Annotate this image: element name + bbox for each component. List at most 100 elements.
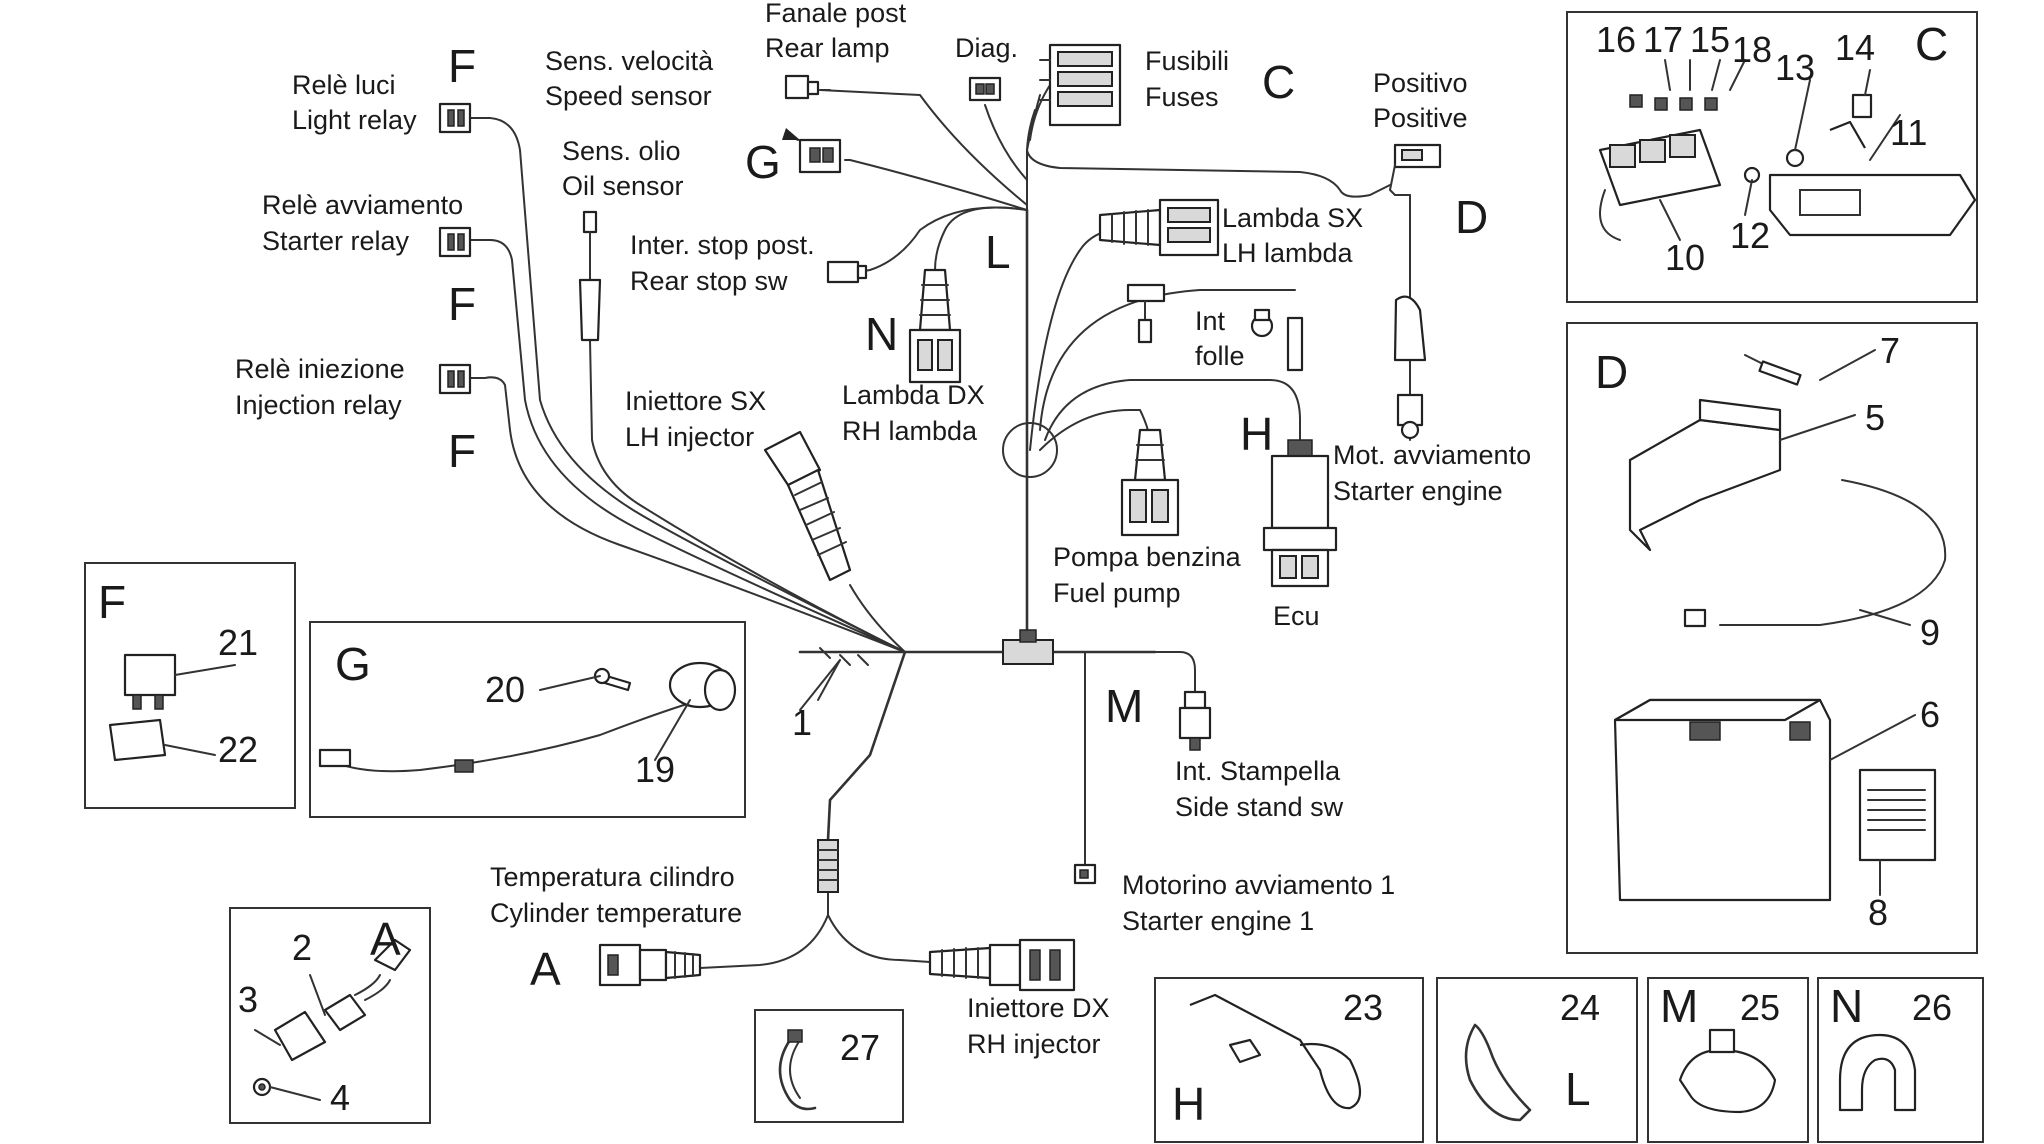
inset-g-box [309, 621, 746, 818]
callout-27: 27 [840, 1027, 880, 1068]
label-side-stand-it: Int. Stampella [1175, 756, 1341, 786]
label-rear-lamp-en: Rear lamp [765, 33, 890, 63]
label-cyl-temp-it: Temperatura cilindro [490, 862, 735, 892]
label-rear-lamp-it: Fanale post [765, 0, 907, 28]
inset-f-box [84, 562, 296, 809]
inset-h-box [1154, 977, 1424, 1143]
inset-letter-n: N [1830, 980, 1863, 1032]
inset-27-box [754, 1009, 904, 1123]
label-injection-relay-it: Relè iniezione [235, 354, 405, 384]
rh-injector-connector [928, 938, 1076, 992]
side-stand-connector [1178, 690, 1212, 751]
callout-leaders [164, 59, 1916, 1101]
temperature-sensor-parts [252, 938, 412, 1097]
callout-10: 10 [1665, 237, 1705, 278]
callout-6: 6 [1920, 694, 1940, 735]
callout-5: 5 [1865, 397, 1885, 438]
inset-letters: C D F G A H L M N [98, 18, 1948, 1130]
label-starter-engine-1-it: Motorino avviamento 1 [1122, 870, 1395, 900]
label-injection-relay-en: Injection relay [235, 390, 402, 420]
cable-tie [1464, 1023, 1532, 1122]
label-lh-lambda-it: Lambda SX [1222, 203, 1363, 233]
callout-24: 24 [1560, 987, 1600, 1028]
rh-lambda-connector [908, 268, 962, 384]
callout-22: 22 [218, 729, 258, 770]
light-relay-connector [438, 102, 472, 134]
label-starter-engine-en: Starter engine [1333, 476, 1503, 506]
letter-f-2: F [448, 278, 476, 330]
label-ecu: Ecu [1273, 601, 1320, 631]
diagram-labels: Fanale post Rear lamp Diag. Fusibili Fus… [235, 0, 1531, 1059]
label-speed-sensor-en: Speed sensor [545, 81, 712, 111]
cylinder-temperature-connector [598, 943, 702, 987]
letter-m: M [1105, 680, 1143, 732]
fuel-pump-connector [1120, 428, 1180, 537]
label-lh-injector-it: Iniettore SX [625, 386, 766, 416]
label-positive-en: Positive [1373, 103, 1468, 133]
rear-lamp-connector [784, 74, 820, 100]
starter-engine-1-connector [1073, 863, 1097, 885]
neutral-switch-connector [1126, 283, 1304, 372]
starter-relay-connector [438, 226, 472, 258]
battery-parts [1613, 354, 1947, 902]
label-starter-engine-1-en: Starter engine 1 [1122, 906, 1314, 936]
speed-sensor-parts [318, 661, 737, 773]
label-oil-sensor-en: Oil sensor [562, 171, 684, 201]
callout-26: 26 [1912, 987, 1952, 1028]
label-neutral-en: folle [1195, 341, 1245, 371]
letter-f-3: F [448, 425, 476, 477]
callout-8: 8 [1868, 892, 1888, 933]
callout-9: 9 [1920, 612, 1940, 653]
starter-terminal [1393, 295, 1427, 440]
main-harness [469, 84, 1411, 969]
label-rh-lambda-en: RH lambda [842, 416, 978, 446]
injection-relay-connector [438, 363, 472, 395]
callout-23: 23 [1343, 987, 1383, 1028]
letter-g: G [745, 136, 781, 188]
letter-d: D [1455, 191, 1488, 243]
inset-letter-f: F [98, 576, 126, 628]
letter-h: H [1240, 408, 1273, 460]
callout-25: 25 [1740, 987, 1780, 1028]
callout-4: 4 [330, 1077, 350, 1118]
inset-d-box [1566, 322, 1978, 954]
connector-letters: F F F G C D L N H M A [448, 40, 1488, 995]
label-rear-stop-it: Inter. stop post. [630, 230, 815, 260]
label-lh-injector-en: LH injector [625, 422, 754, 452]
label-fuses-en: Fuses [1145, 82, 1219, 112]
inset-letter-g: G [335, 638, 371, 690]
letter-a: A [530, 943, 561, 995]
lh-lambda-connector [1098, 198, 1220, 257]
label-lh-lambda-en: LH lambda [1222, 238, 1354, 268]
inset-letter-m: M [1660, 980, 1698, 1032]
relay-parts [108, 653, 177, 762]
letter-n: N [865, 308, 898, 360]
label-diag: Diag. [955, 33, 1018, 63]
inset-letter-c: C [1915, 18, 1948, 70]
callout-20: 20 [485, 669, 525, 710]
label-fuel-pump-it: Pompa benzina [1053, 542, 1242, 572]
harness-sleeve [817, 839, 839, 893]
lh-injector-connector [763, 430, 852, 582]
callout-12: 12 [1730, 215, 1770, 256]
callout-2: 2 [292, 927, 312, 968]
speed-sensor-connector [782, 128, 842, 174]
callout-19: 19 [635, 749, 675, 790]
inset-l-box [1436, 977, 1638, 1143]
inset-a-box [229, 907, 431, 1124]
label-starter-relay-it: Relè avviamento [262, 190, 463, 220]
fuse-box [1039, 43, 1122, 127]
rear-stop-switch-connector [826, 260, 868, 284]
letter-f-1: F [448, 40, 476, 92]
label-fuses-it: Fusibili [1145, 46, 1229, 76]
label-positive-it: Positivo [1373, 68, 1468, 98]
inset-n-box [1817, 977, 1984, 1143]
clip-m [1678, 1028, 1777, 1114]
inset-m-box [1647, 977, 1809, 1143]
ecu-connector [1262, 439, 1338, 588]
oil-sensor-connector [578, 210, 602, 342]
positive-terminal [1389, 143, 1442, 196]
label-rear-stop-en: Rear stop sw [630, 266, 788, 296]
label-rh-lambda-it: Lambda DX [842, 380, 985, 410]
